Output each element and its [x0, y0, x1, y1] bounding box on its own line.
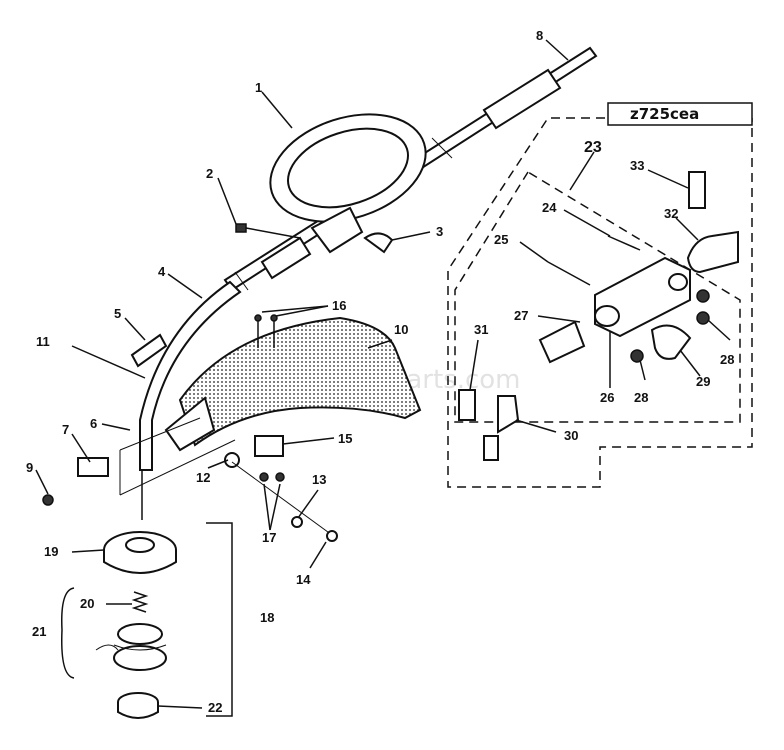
label-31: [458, 389, 476, 421]
clamp-assembly: [594, 256, 691, 338]
nut-17a: [259, 472, 269, 482]
bolt-25: [547, 261, 591, 286]
tube-27: [538, 320, 586, 364]
spool: [95, 623, 167, 671]
model-label-box: z725cea: [607, 102, 753, 126]
callout-6: 6: [90, 416, 97, 431]
callout-7: 7: [62, 422, 69, 437]
handle-bracket: [363, 232, 394, 254]
callout-13: 13: [312, 472, 326, 487]
washer-13: [291, 516, 303, 528]
plug-30: [483, 435, 499, 461]
callout-25: 25: [494, 232, 508, 247]
callout-2: 2: [206, 166, 213, 181]
callout-5: 5: [114, 306, 121, 321]
callout-27: 27: [514, 308, 528, 323]
shaft-decal: [130, 333, 168, 368]
callout-17: 17: [262, 530, 276, 545]
bolt-24: [607, 235, 641, 251]
callout-28b: 28: [634, 390, 648, 405]
shaft-clamp: [77, 457, 109, 477]
bump-knob: [117, 692, 159, 719]
callout-15: 15: [338, 431, 352, 446]
callout-8: 8: [536, 28, 543, 43]
spring: [131, 591, 149, 613]
callout-19: 19: [44, 544, 58, 559]
guard-screws: [254, 314, 278, 348]
assembly-outline-z725cea: [447, 117, 753, 488]
bracket-18: [206, 522, 233, 717]
handle-bolt: [235, 223, 301, 239]
callout-29: 29: [696, 374, 710, 389]
callout-31: 31: [474, 322, 488, 337]
callout-28a: 28: [720, 352, 734, 367]
bolt-14: [326, 530, 338, 542]
lower-curved-shaft: [139, 280, 242, 471]
loop-handle: [269, 113, 427, 254]
callout-16: 16: [332, 298, 346, 313]
callout-11: 11: [36, 334, 50, 349]
washer: [224, 452, 240, 468]
guard-clamp: [254, 435, 284, 457]
callout-22: 22: [208, 700, 222, 715]
nuts-28: [630, 289, 710, 363]
callout-14: 14: [296, 572, 311, 587]
callout-leaders: [35, 39, 731, 709]
callout-23: 23: [584, 139, 602, 156]
tube-30: [497, 395, 520, 434]
bracket-21: [61, 587, 75, 679]
callout-26: 26: [600, 390, 614, 405]
model-label: z725cea: [630, 105, 699, 123]
callout-32: 32: [664, 206, 678, 221]
callout-1: 1: [255, 80, 262, 95]
long-bolt: [71, 345, 146, 379]
screw-9: [42, 494, 54, 506]
label-33: [688, 171, 706, 209]
callout-3: 3: [436, 224, 443, 239]
trimmer-head-housing: [103, 531, 177, 574]
callout-33: 33: [630, 158, 644, 173]
callout-labels: 1 2 3 4 5 6 7 8 9 10 11 12 13 14 15 16 1…: [26, 28, 734, 715]
tube-32: [686, 230, 739, 274]
callout-9: 9: [26, 460, 33, 475]
grass-guard: [164, 316, 422, 452]
callout-24: 24: [542, 200, 557, 215]
knob-29: [650, 324, 692, 360]
callout-30: 30: [564, 428, 578, 443]
nut-17b: [275, 472, 285, 482]
callout-21: 21: [32, 624, 46, 639]
callout-12: 12: [196, 470, 210, 485]
callout-20: 20: [80, 596, 94, 611]
callout-10: 10: [394, 322, 408, 337]
callout-4: 4: [158, 264, 166, 279]
callout-18: 18: [260, 610, 274, 625]
